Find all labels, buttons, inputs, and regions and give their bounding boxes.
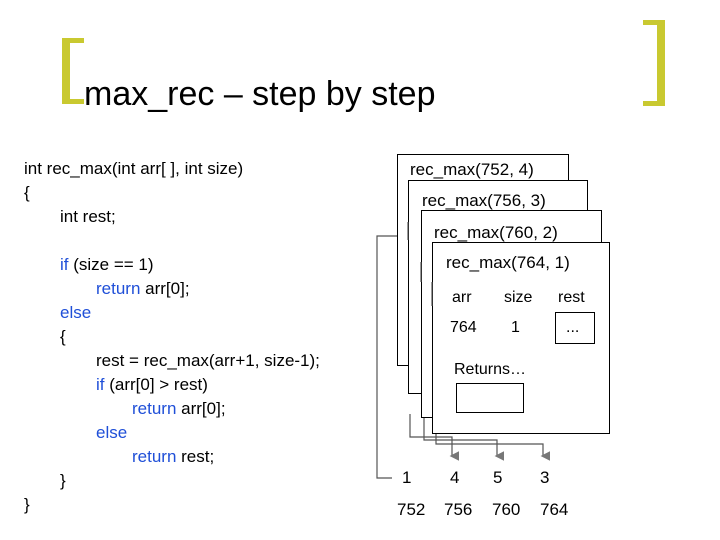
code-line: if (size == 1) — [60, 254, 154, 276]
code-line: if (arr[0] > rest) — [96, 374, 208, 396]
code-text: { — [24, 183, 30, 202]
code-line: else — [60, 302, 91, 324]
var-rest-cell — [555, 312, 595, 344]
code-text: (arr[0] > rest) — [104, 375, 208, 394]
title-bracket-right-bottom — [643, 101, 665, 106]
code-line: } — [24, 494, 30, 516]
var-header-rest: rest — [558, 289, 585, 306]
code-line: rest = rec_max(arr+1, size-1); — [96, 350, 320, 372]
stack-frame-2-title: rec_max(756, 3) — [422, 191, 546, 210]
code-line: return rest; — [132, 446, 214, 468]
title-bracket-left-bottom — [62, 99, 84, 104]
code-keyword: if — [96, 375, 105, 394]
var-value-rest: ... — [566, 319, 580, 336]
code-line: int rec_max(int arr[ ], int size) — [24, 158, 243, 180]
stack-frame-1-title: rec_max(752, 4) — [410, 160, 534, 179]
memory-address-764: 764 — [540, 500, 569, 519]
pointer-arrow-frame-1 — [376, 235, 397, 479]
returns-label: Returns… — [454, 361, 527, 378]
code-line: return arr[0]; — [96, 278, 190, 300]
code-text: int rec_max(int arr[ ], int size) — [24, 159, 244, 178]
code-line: return arr[0]; — [132, 398, 226, 420]
slide-title: max_rec – step by step — [84, 75, 436, 113]
code-keyword: if — [60, 255, 69, 274]
code-text: } — [60, 471, 66, 490]
stack-frame-3-title: rec_max(760, 2) — [434, 223, 558, 242]
code-line: { — [24, 182, 30, 204]
memory-address-760: 760 — [492, 500, 521, 519]
var-value-size: 1 — [511, 319, 520, 336]
stack-frame-4-title: rec_max(764, 1) — [446, 253, 570, 272]
code-text: } — [24, 495, 30, 514]
var-header-arr: arr — [452, 289, 472, 306]
code-line: { — [60, 326, 66, 348]
code-text: { — [60, 327, 66, 346]
memory-address-752: 752 — [397, 500, 426, 519]
code-keyword: return — [132, 399, 177, 418]
memory-value-760: 5 — [493, 468, 503, 487]
pointer-arrow-frame-2-down — [409, 414, 460, 461]
code-keyword: else — [96, 423, 128, 442]
memory-value-764: 3 — [540, 468, 550, 487]
title-bracket-right-top — [643, 20, 665, 25]
pointer-arrow-frame-3-down — [423, 418, 505, 461]
pointer-arrow-frame-4-down — [435, 434, 551, 461]
code-text: int rest; — [60, 207, 116, 226]
code-text: arr[0]; — [176, 399, 226, 418]
returns-box — [456, 383, 524, 413]
code-text: rest = rec_max(arr+1, size-1); — [96, 351, 320, 370]
code-line: } — [60, 470, 66, 492]
title-bracket-right — [657, 20, 665, 106]
code-line: int rest; — [60, 206, 116, 228]
code-line: else — [96, 422, 127, 444]
code-keyword: else — [60, 303, 92, 322]
code-text: rest; — [176, 447, 215, 466]
title-bracket-left-top — [62, 38, 84, 43]
var-header-size: size — [504, 289, 533, 306]
memory-value-756: 4 — [450, 468, 460, 487]
stack-frame-4: rec_max(764, 1) arr size rest 764 1 ... … — [432, 242, 610, 434]
memory-value-752: 1 — [402, 468, 412, 487]
memory-address-756: 756 — [444, 500, 473, 519]
code-keyword: return — [132, 447, 177, 466]
var-value-arr: 764 — [450, 319, 477, 336]
title-bracket-left — [62, 38, 70, 104]
code-keyword: return — [96, 279, 141, 298]
code-text: arr[0]; — [140, 279, 190, 298]
code-text: (size == 1) — [68, 255, 154, 274]
